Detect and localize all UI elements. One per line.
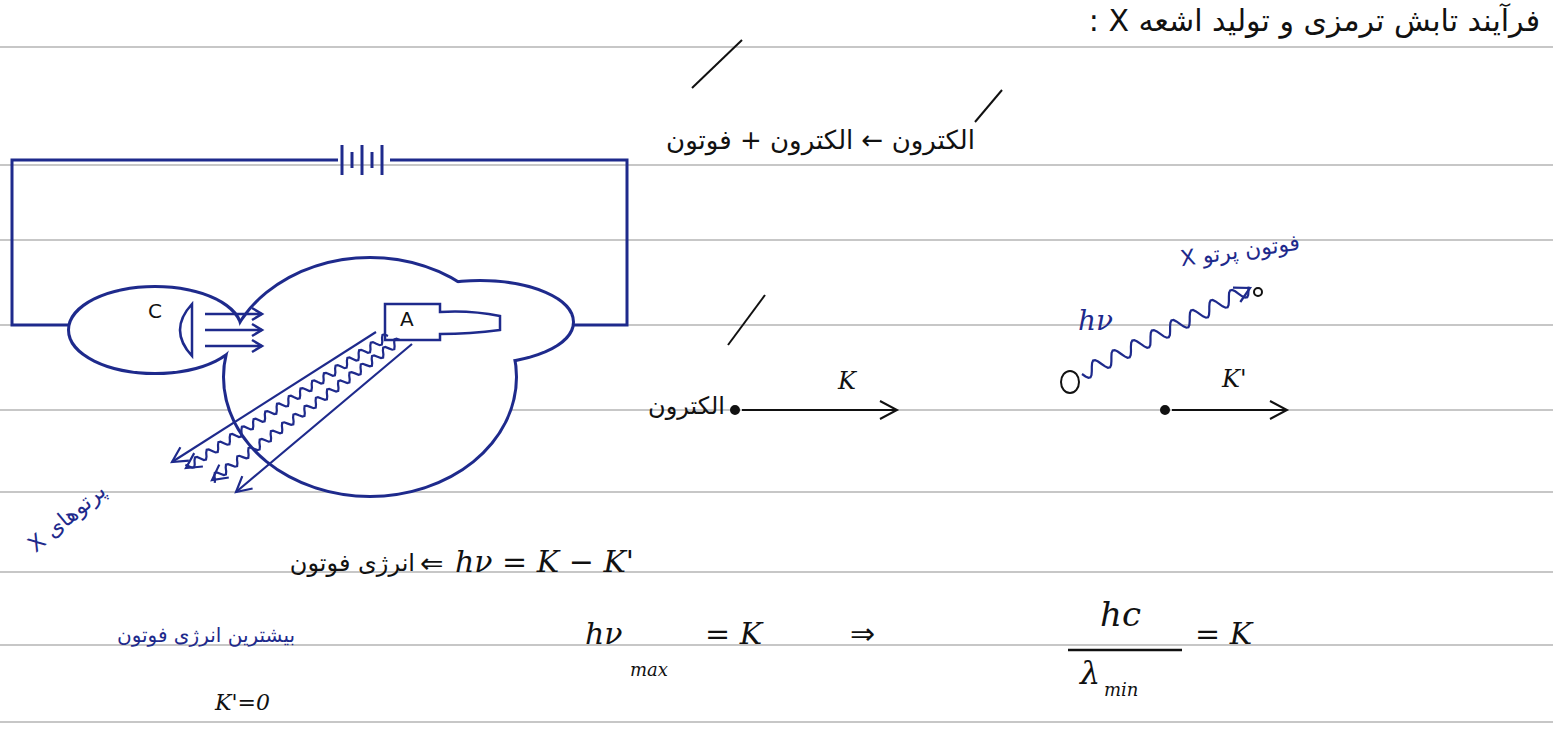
implies-arrow: ⇒: [850, 617, 875, 652]
velocity-arrow: [742, 409, 895, 411]
arrow-head: [1233, 288, 1250, 302]
slash-mark: [728, 295, 765, 345]
note-text: بیشترین انرژی فوتون: [117, 624, 295, 647]
ruled-line: [0, 571, 1553, 573]
battery-plate: [371, 152, 374, 168]
reaction-equation: الکترون ← الکترون + فوتون: [666, 126, 975, 156]
electrodes: [180, 304, 500, 356]
condition: K'=0: [215, 690, 270, 715]
arrow-head: [212, 465, 229, 480]
ruled-line: [0, 721, 1553, 723]
tube-fill: [70, 259, 572, 495]
tube-outline: [70, 259, 572, 495]
fraction-bar: [1068, 649, 1182, 652]
xray-wave: [185, 335, 388, 468]
battery-plate: [361, 145, 364, 175]
arrow-head: [172, 447, 189, 462]
slash-mark: [975, 90, 1002, 122]
wave-group: [172, 287, 1250, 492]
arrow-head: [252, 324, 262, 336]
xray-wave: [215, 339, 401, 483]
ruled-line: [0, 46, 1553, 48]
electron-label: الکترون: [648, 393, 725, 421]
arrow-head: [236, 476, 253, 492]
battery-plate: [381, 145, 384, 175]
arrow-head: [252, 340, 262, 352]
equation-part: = K: [705, 617, 762, 652]
electron-beam: [205, 313, 262, 316]
photon-energy: hν: [1078, 305, 1113, 337]
numerator: hc: [1100, 595, 1141, 634]
electron-dot: [731, 406, 739, 414]
note-text: انرژی فوتون: [290, 550, 415, 578]
velocity-arrow: [1172, 409, 1285, 411]
xray-ray: [172, 332, 376, 462]
tube-bulb: [225, 259, 515, 495]
interaction-circle: [1061, 371, 1079, 393]
arrow-head: [252, 308, 262, 320]
subscript: min: [1104, 680, 1138, 701]
slash-mark: [692, 40, 742, 88]
electron-beam: [205, 345, 262, 348]
cathode-letter: C: [148, 300, 162, 323]
equation-part: = K: [1195, 617, 1252, 652]
small-circle: [1254, 288, 1262, 296]
energy-symbol: K': [1222, 366, 1247, 394]
heading: فرآیند تابش ترمزی و تولید اشعه X :: [1089, 4, 1540, 39]
arrow-head: [1270, 401, 1287, 419]
electron-beam: [205, 329, 262, 332]
battery-plate: [351, 152, 354, 168]
photon-label: فوتون پرتو X: [1178, 230, 1301, 272]
equation: hν = K − K': [455, 545, 634, 580]
anode: [385, 304, 500, 340]
anode-letter: A: [400, 308, 414, 331]
denominator: λ: [1080, 655, 1100, 692]
ruled-line: [0, 491, 1553, 493]
ruled-lines: [0, 47, 1553, 722]
equation-part: hν: [585, 617, 623, 652]
cathode: [180, 304, 192, 356]
ruled-line: [0, 164, 1553, 166]
xray-label: پرتوهای X: [23, 478, 111, 557]
arrow-head: [880, 401, 897, 419]
ruled-line: [0, 239, 1553, 241]
implies-arrow: ⇐: [420, 548, 443, 580]
tube-bulb-fill: [225, 259, 515, 495]
electron-dot: [1161, 406, 1169, 414]
battery-plate: [341, 145, 344, 175]
subscript: max: [630, 660, 668, 681]
energy-symbol: K: [838, 368, 856, 396]
